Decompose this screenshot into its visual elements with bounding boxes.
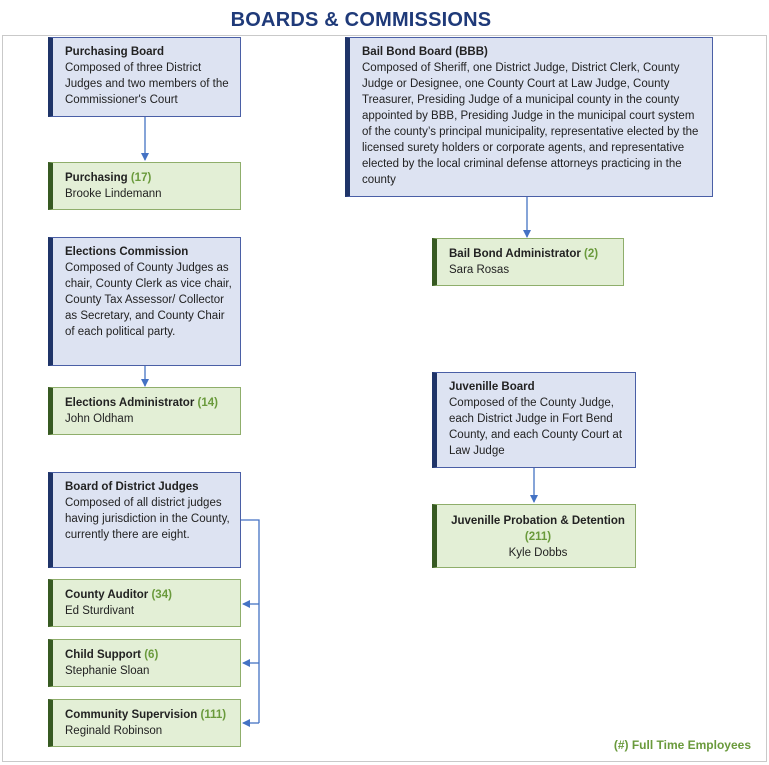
chart-frame (2, 35, 767, 762)
employee-count: (6) (144, 649, 159, 661)
juvenile-board-box: Juvenille Board Composed of the County J… (432, 372, 636, 468)
employee-count: (17) (130, 172, 152, 184)
box-person: Brooke Lindemann (65, 188, 162, 200)
purchasing-board-box: Purchasing Board Composed of three Distr… (48, 37, 241, 117)
legend-full-time-employees: (#) Full Time Employees (613, 738, 751, 752)
purchasing-box: Purchasing (17) Brooke Lindemann (48, 162, 241, 210)
box-title: Board of District Judges (65, 481, 199, 493)
box-person: Reginald Robinson (65, 725, 163, 737)
county-auditor-box: County Auditor (34) Ed Sturdivant (48, 579, 241, 627)
box-title: Elections Commission (65, 246, 189, 258)
box-title: Bail Bond Board (BBB) (362, 46, 488, 58)
box-title: County Auditor (65, 589, 149, 601)
juvenile-probation-box: Juvenille Probation & Detention (211) Ky… (432, 504, 636, 568)
box-title: Juvenille Probation & Detention (451, 515, 625, 527)
box-title: Elections Administrator (65, 397, 195, 409)
box-person: Kyle Dobbs (508, 547, 568, 559)
box-title: Purchasing (65, 172, 128, 184)
box-person: Stephanie Sloan (65, 665, 150, 677)
box-description: Composed of all district judges having j… (65, 497, 230, 541)
page-title: BOARDS & COMMISSIONS (230, 9, 492, 31)
box-title: Juvenille Board (449, 381, 535, 393)
employee-count: (34) (151, 589, 172, 601)
box-title: Purchasing Board (65, 46, 165, 58)
box-title: Child Support (65, 649, 142, 661)
box-description: Composed of the County Judge, each Distr… (449, 397, 623, 457)
employee-count: (211) (524, 531, 552, 543)
bail-bond-administrator-box: Bail Bond Administrator (2) Sara Rosas (432, 238, 624, 286)
box-description: Composed of Sheriff, one District Judge,… (362, 62, 699, 186)
employee-count: (14) (197, 397, 218, 409)
elections-commission-box: Elections Commission Composed of County … (48, 237, 241, 366)
elections-administrator-box: Elections Administrator (14) John Oldham (48, 387, 241, 435)
box-person: Ed Sturdivant (65, 605, 135, 617)
box-title: Community Supervision (65, 709, 198, 721)
employee-count: (2) (584, 248, 599, 260)
box-description: Composed of three District Judges and tw… (65, 62, 229, 106)
community-supervision-box: Community Supervision (111) Reginald Rob… (48, 699, 241, 747)
box-description: Composed of County Judges as chair, Coun… (65, 262, 232, 338)
box-person: John Oldham (65, 413, 134, 425)
district-judges-box: Board of District Judges Composed of all… (48, 472, 241, 568)
child-support-box: Child Support (6) Stephanie Sloan (48, 639, 241, 687)
box-title: Bail Bond Administrator (449, 248, 581, 260)
bail-bond-board-box: Bail Bond Board (BBB) Composed of Sherif… (345, 37, 713, 197)
box-person: Sara Rosas (449, 264, 510, 276)
connector-district-judges (241, 519, 260, 723)
employee-count: (111) (200, 709, 227, 721)
